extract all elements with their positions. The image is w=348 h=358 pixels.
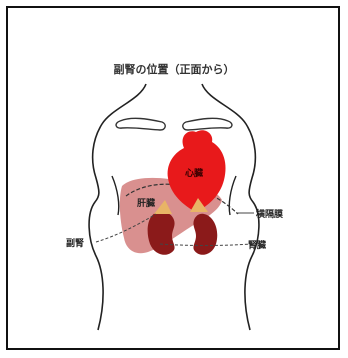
adrenal-label: 副腎	[66, 237, 84, 249]
diagram-title: 副腎の位置（正面から）	[114, 62, 235, 76]
right-clavicle	[183, 118, 232, 130]
heart-label: 心臓	[185, 167, 203, 179]
liver-label: 肝臓	[137, 197, 155, 209]
left-clavicle	[116, 118, 165, 130]
right-kidney	[193, 214, 217, 255]
kidney-label: 腎臓	[248, 239, 266, 251]
diaphragm-label: 横隔膜	[256, 208, 284, 220]
left-armpit-line	[112, 176, 119, 215]
